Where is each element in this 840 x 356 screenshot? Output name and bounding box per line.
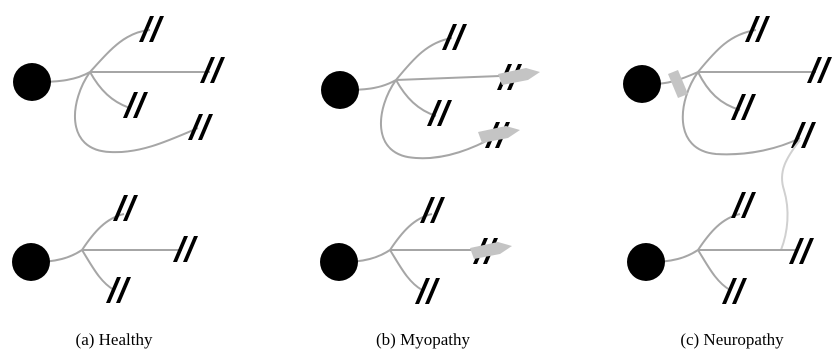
motor-unit-large (321, 24, 540, 160)
neuron-soma (12, 243, 50, 281)
caption-healthy: (a) Healthy (76, 330, 153, 349)
axon-branch (697, 249, 731, 291)
neuron-soma (13, 63, 51, 101)
muscle-fiber (722, 278, 747, 304)
axon-branch (389, 249, 423, 291)
axon-branch (74, 71, 199, 154)
axon-branch (697, 213, 741, 251)
muscle-fiber (106, 277, 131, 303)
muscle-fiber (200, 57, 225, 83)
motor-unit-small (12, 195, 198, 303)
motor-unit-small (627, 192, 814, 304)
muscle-fiber (791, 122, 816, 148)
muscle-fiber (420, 197, 445, 223)
panel-healthy (12, 16, 225, 303)
reinnervation-sprout (780, 139, 801, 251)
neuron-soma (623, 65, 661, 103)
muscle-fiber (123, 92, 148, 118)
panel-neuropathy (623, 16, 832, 304)
axon-branch (389, 213, 433, 251)
caption-myopathy: (b) Myopathy (376, 330, 470, 349)
muscle-fiber (415, 278, 440, 304)
neuron-soma (321, 71, 359, 109)
neuropathy-lesion (668, 70, 688, 98)
caption-neuropathy: (c) Neuropathy (680, 330, 784, 349)
axon-branch (395, 75, 501, 81)
axon-branch (395, 37, 453, 81)
motor-unit-large (623, 16, 832, 156)
axon-branch (81, 213, 125, 251)
panel-myopathy (320, 24, 540, 304)
axon-branch (89, 71, 131, 109)
muscle-fiber (731, 192, 756, 218)
muscle-fiber (807, 57, 832, 83)
muscle-fiber (731, 94, 756, 120)
axon-branch (395, 79, 437, 117)
myopathy-lesion (470, 242, 512, 259)
muscle-fiber (188, 114, 213, 140)
motor-unit-large (13, 16, 225, 154)
axon-branch (89, 29, 151, 73)
muscle-fiber (442, 24, 467, 50)
muscle-fiber (113, 195, 138, 221)
muscle-fiber (139, 16, 164, 42)
motor-unit-small (320, 197, 512, 304)
axon-branch (681, 71, 801, 156)
axon-branch (697, 71, 741, 111)
neuron-soma (627, 243, 665, 281)
axon-branch (81, 249, 115, 291)
axon-branch (380, 79, 497, 160)
muscle-fiber (745, 16, 770, 42)
neuron-soma (320, 243, 358, 281)
axon-branch (697, 29, 757, 73)
myopathy-lesion (498, 68, 540, 85)
